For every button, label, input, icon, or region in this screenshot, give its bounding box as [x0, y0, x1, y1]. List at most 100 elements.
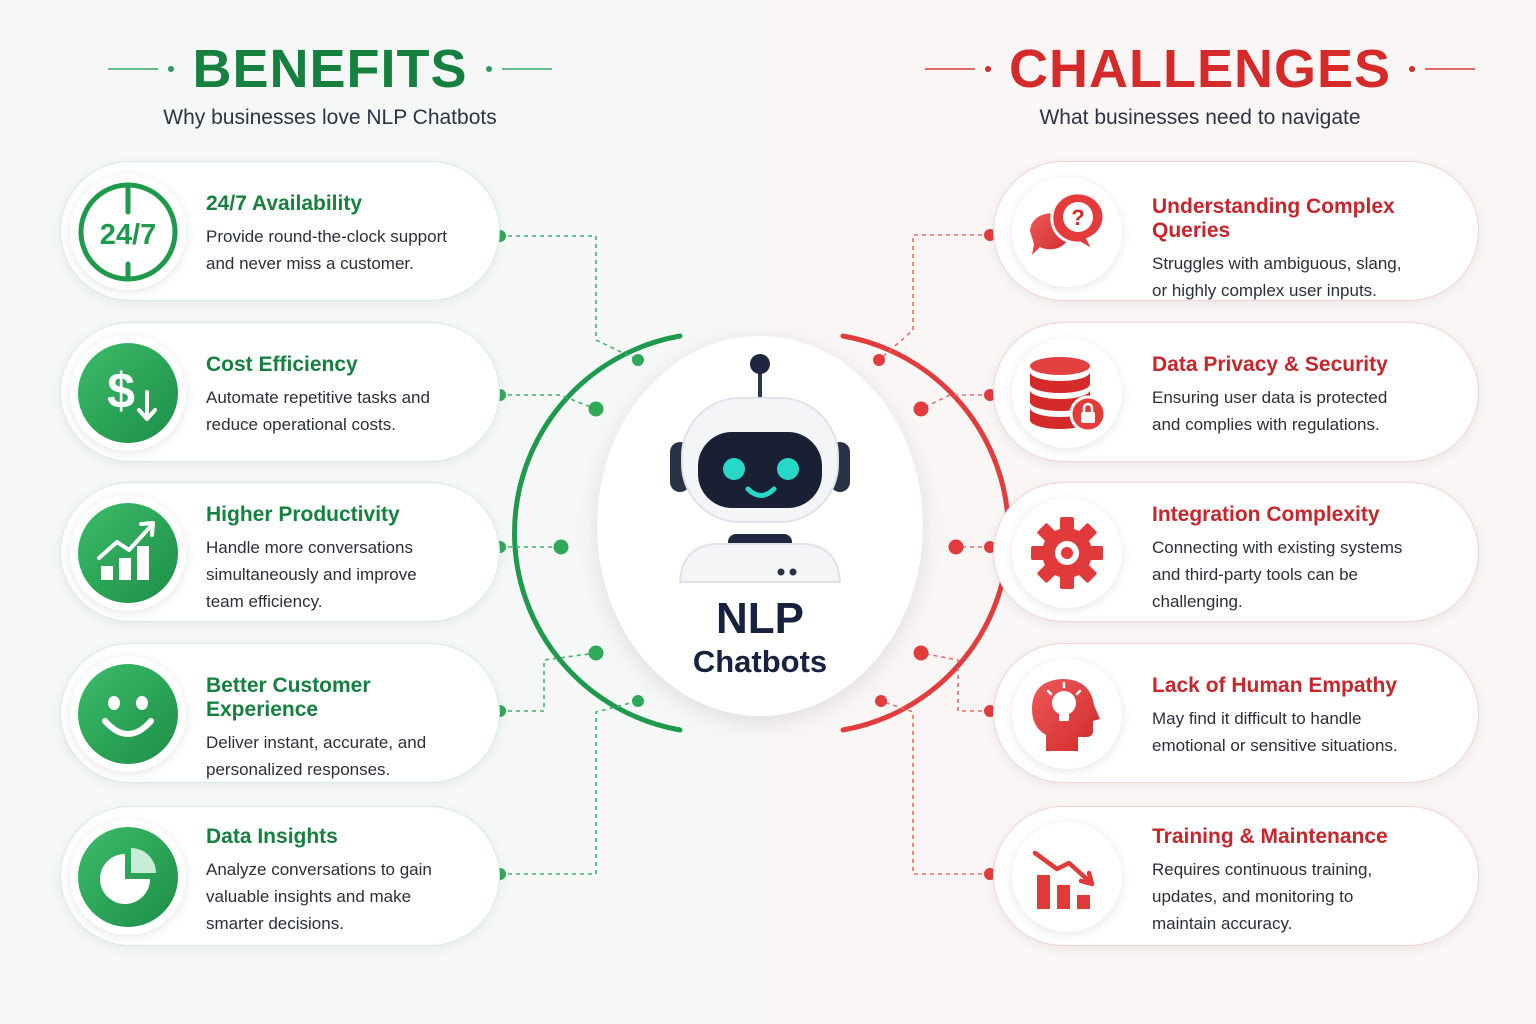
arc-dot: [913, 401, 929, 417]
challenges-title: CHALLENGES: [1009, 39, 1392, 99]
challenge-connectors: [878, 234, 990, 875]
challenge-title: Training & Maintenance: [1152, 825, 1388, 848]
desc-line: Deliver instant, accurate, and: [206, 733, 427, 752]
desc-line: maintain accuracy.: [1152, 914, 1293, 933]
arc-dot: [873, 354, 885, 366]
challenge-card-queries: ? Understanding Complex Queries Struggle…: [993, 161, 1479, 301]
pie-chart-icon: [70, 819, 186, 935]
svg-text:$: $: [107, 363, 135, 419]
growth-chart-icon: [70, 495, 186, 611]
challenge-connector-1: [878, 234, 990, 361]
benefit-card-insights: Data Insights Analyze conversations to g…: [60, 806, 500, 946]
desc-line: Ensuring user data is protected: [1152, 388, 1388, 407]
decor-left: [925, 66, 991, 72]
benefit-connector-4: [500, 652, 597, 712]
challenges-header: CHALLENGES What businesses need to navig…: [925, 38, 1476, 130]
desc-line: team efficiency.: [206, 592, 323, 611]
challenge-connector-4: [920, 652, 990, 712]
desc-line: Analyze conversations to gain: [206, 860, 432, 879]
question-bubble-icon: ?: [1012, 177, 1122, 287]
desc-line: valuable insights and make: [206, 887, 412, 906]
benefit-card-productivity: Higher Productivity Handle more conversa…: [60, 482, 500, 622]
arc-dot: [948, 539, 964, 555]
desc-line: May find it difficult to handle: [1152, 709, 1362, 728]
dollar-down-icon: $: [70, 335, 186, 451]
desc-line: or highly complex user inputs.: [1152, 281, 1377, 300]
challenge-card-integration: Integration Complexity Connecting with e…: [993, 482, 1479, 622]
benefit-card-cost: $ Cost Efficiency Automate repetitive ta…: [60, 322, 500, 462]
benefit-title: Data Insights: [206, 825, 338, 848]
arc-dot: [913, 645, 929, 661]
desc-line: challenging.: [1152, 592, 1243, 611]
challenge-desc: May find it difficult to handle emotiona…: [1152, 705, 1466, 759]
desc-line: updates, and monitoring to: [1152, 887, 1354, 906]
challenge-title: Data Privacy & Security: [1152, 353, 1388, 376]
benefit-desc: Deliver instant, accurate, and personali…: [206, 729, 479, 783]
challenge-card-privacy: Data Privacy & Security Ensuring user da…: [993, 322, 1479, 462]
challenge-desc: Ensuring user data is protected and comp…: [1152, 384, 1466, 438]
benefit-connector-5: [500, 700, 639, 875]
benefit-desc: Analyze conversations to gain valuable i…: [206, 856, 479, 937]
benefit-connectors: [500, 235, 639, 875]
desc-line: Requires continuous training,: [1152, 860, 1373, 879]
desc-line: and complies with regulations.: [1152, 415, 1380, 434]
declining-chart-icon: [1012, 822, 1122, 932]
benefit-title: Better Customer Experience: [206, 674, 371, 721]
challenge-title: Lack of Human Empathy: [1152, 674, 1398, 697]
center-title: NLP: [716, 594, 804, 643]
arc-dot: [588, 401, 604, 417]
challenge-title: Integration Complexity: [1152, 503, 1380, 526]
benefits-title: BENEFITS: [192, 39, 468, 99]
desc-line: Connecting with existing systems: [1152, 538, 1403, 557]
benefit-desc: Automate repetitive tasks and reduce ope…: [206, 384, 479, 438]
arc-dot: [553, 539, 569, 555]
challenge-desc: Connecting with existing systems and thi…: [1152, 534, 1466, 615]
benefit-title: Cost Efficiency: [206, 353, 358, 376]
desc-line: Struggles with ambiguous, slang,: [1152, 254, 1402, 273]
desc-line: Provide round-the-clock support: [206, 227, 447, 246]
svg-text:?: ?: [1071, 205, 1084, 230]
challenge-desc: Struggles with ambiguous, slang, or high…: [1152, 250, 1466, 304]
decor-left: [108, 66, 175, 72]
challenge-card-training: Training & Maintenance Requires continuo…: [993, 806, 1479, 946]
challenge-connector-2: [920, 394, 990, 410]
arc-dot: [875, 695, 887, 707]
desc-line: emotional or sensitive situations.: [1152, 736, 1398, 755]
arc-dot: [632, 695, 644, 707]
desc-line: personalized responses.: [206, 760, 391, 779]
benefit-title: Higher Productivity: [206, 503, 400, 526]
desc-line: and third-party tools can be: [1152, 565, 1359, 584]
benefit-connector-1: [500, 235, 639, 361]
benefit-desc: Provide round-the-clock support and neve…: [206, 223, 479, 277]
desc-line: reduce operational costs.: [206, 415, 396, 434]
center-subtitle: Chatbots: [692, 644, 828, 679]
benefit-connector-2: [500, 394, 597, 410]
benefits-header: BENEFITS Why businesses love NLP Chatbot…: [100, 38, 560, 130]
arc-dot: [632, 354, 644, 366]
challenge-connector-5: [880, 700, 990, 875]
benefits-subtitle: Why businesses love NLP Chatbots: [163, 106, 497, 129]
desc-line: Automate repetitive tasks and: [206, 388, 430, 407]
database-lock-icon: [1012, 338, 1122, 448]
smiley-icon: [70, 656, 186, 772]
benefit-title: 24/7 Availability: [206, 192, 363, 215]
desc-line: smarter decisions.: [206, 914, 344, 933]
challenge-title: Understanding Complex Queries: [1152, 195, 1395, 242]
desc-line: simultaneously and improve: [206, 565, 417, 584]
desc-line: and never miss a customer.: [206, 254, 414, 273]
decor-right: [485, 66, 552, 72]
challenge-card-empathy: Lack of Human Empathy May find it diffic…: [993, 643, 1479, 783]
benefit-card-experience: Better Customer Experience Deliver insta…: [60, 643, 500, 783]
arc-dot: [588, 645, 604, 661]
desc-line: Handle more conversations: [206, 538, 413, 557]
challenge-desc: Requires continuous training, updates, a…: [1152, 856, 1466, 937]
benefit-card-availability: 24/7 24/7 Availability Provide round-the…: [60, 161, 500, 301]
gear-icon: [1012, 498, 1122, 608]
decor-right: [1409, 66, 1476, 72]
benefit-desc: Handle more conversations simultaneously…: [206, 534, 479, 615]
challenges-subtitle: What businesses need to navigate: [1039, 106, 1361, 129]
robot-icon: [670, 354, 850, 583]
head-lightbulb-icon: [1012, 659, 1122, 769]
benefits-arc: [512, 333, 683, 733]
